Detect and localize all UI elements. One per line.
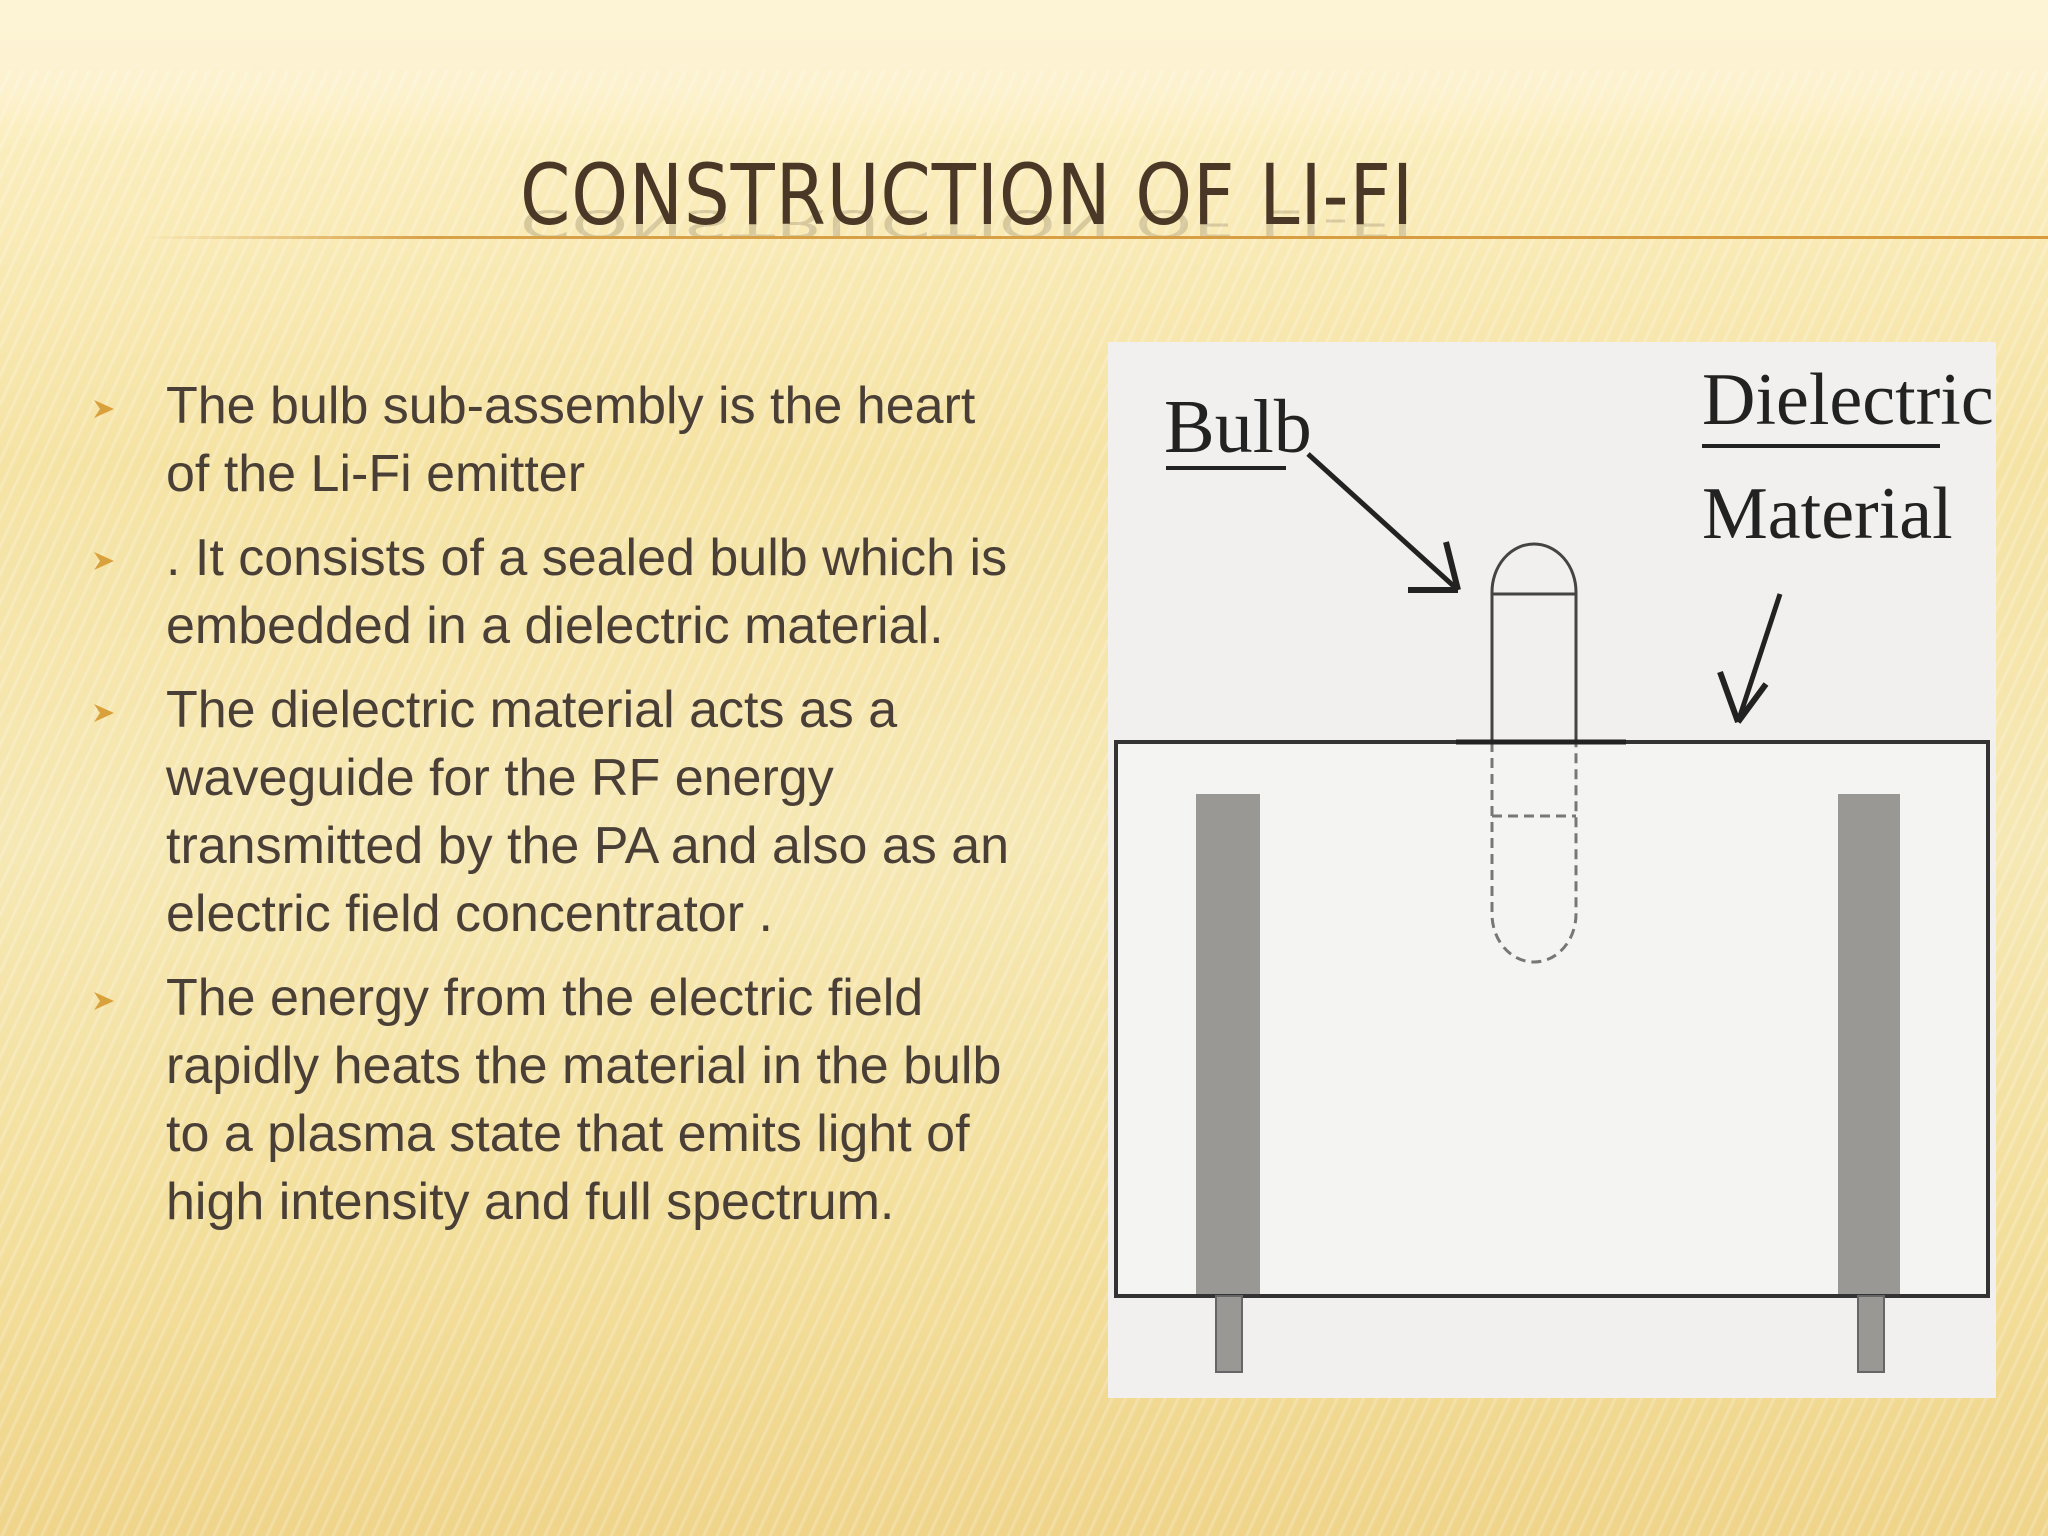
material-label: Material — [1702, 473, 1953, 555]
right-electrode-pin — [1857, 1295, 1885, 1373]
title-underline-rule — [140, 236, 2048, 239]
right-electrode — [1838, 794, 1900, 1294]
dielectric-arrow-head — [1717, 670, 1769, 724]
bullet-item-1: The bulb sub-assembly is the heart of th… — [90, 372, 1010, 508]
bulb-arrow-head — [1408, 541, 1461, 593]
bullet-item-2: . It consists of a sealed bulb which is … — [90, 524, 1010, 660]
bullet-list: The bulb sub-assembly is the heart of th… — [90, 372, 1010, 1252]
bullet-text-4: The energy from the electric field rapid… — [166, 969, 1002, 1231]
arrowhead-bullet-icon — [94, 992, 114, 1010]
diagram-svg: Bulb Dielectric Material — [1114, 359, 1994, 1373]
bulb-upper-outline — [1490, 542, 1578, 742]
bullet-item-3: The dielectric material acts as a wavegu… — [90, 676, 1010, 948]
background-top-fade — [0, 0, 2048, 140]
arrowhead-bullet-icon — [94, 552, 114, 570]
left-electrode — [1196, 794, 1260, 1294]
bullet-item-4: The energy from the electric field rapid… — [90, 964, 1010, 1236]
bullet-text-2: . It consists of a sealed bulb which is … — [166, 529, 1008, 655]
dielectric-arrow-shaft — [1735, 593, 1783, 723]
bullet-text-3: The dielectric material acts as a wavegu… — [166, 681, 1010, 943]
left-electrode-pin — [1215, 1295, 1243, 1373]
lifi-construction-diagram: Bulb Dielectric Material — [1108, 342, 1996, 1398]
arrowhead-bullet-icon — [94, 704, 114, 722]
slide-title: CONSTRUCTION OF LI-FI — [520, 146, 1415, 244]
bulb-arrow-shaft — [1306, 452, 1460, 592]
dielectric-label: Dielectric — [1702, 359, 1994, 441]
bulb-label: Bulb — [1164, 385, 1312, 469]
arrowhead-bullet-icon — [94, 400, 114, 418]
bulb-embedded-outline — [1490, 742, 1578, 964]
bullet-text-1: The bulb sub-assembly is the heart of th… — [166, 377, 976, 503]
